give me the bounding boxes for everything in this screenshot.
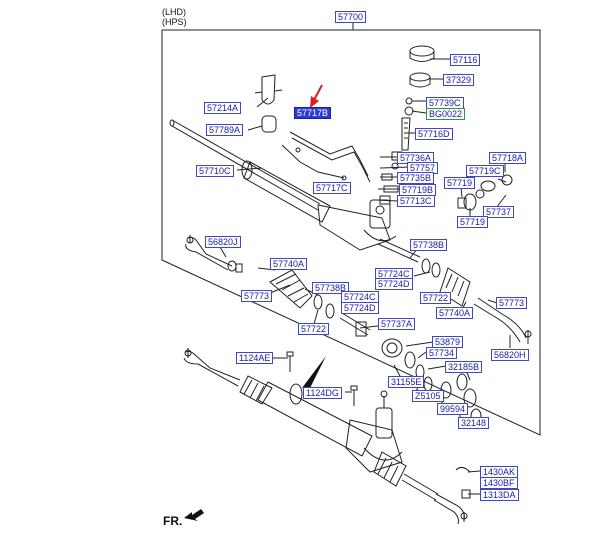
red-arrow-icon bbox=[310, 84, 323, 108]
part-label-57737[interactable]: 57737 bbox=[483, 206, 515, 218]
front-direction-arrow-icon bbox=[184, 509, 204, 521]
part-label-32148[interactable]: 32148 bbox=[458, 417, 490, 429]
front-direction-label: FR. bbox=[163, 514, 183, 528]
assembly-boundary bbox=[161, 29, 541, 436]
part-label-57722-left[interactable]: 57722 bbox=[298, 323, 330, 335]
part-label-57738B-right[interactable]: 57738B bbox=[410, 239, 448, 251]
part-label-32185B[interactable]: 32185B bbox=[445, 361, 483, 373]
part-label-37329[interactable]: 37329 bbox=[443, 74, 475, 86]
part-label-57739C[interactable]: 57739C bbox=[426, 97, 464, 109]
part-label-57717B-highlighted[interactable]: 57717B bbox=[294, 107, 332, 119]
part-label-57719-lower[interactable]: 57719 bbox=[457, 216, 489, 228]
part-label-57740A-right[interactable]: 57740A bbox=[436, 307, 474, 319]
header-lhd: (LHD) bbox=[162, 7, 186, 17]
part-label-57722-right[interactable]: 57722 bbox=[420, 292, 452, 304]
part-label-57738B-left[interactable]: 57738B bbox=[312, 282, 350, 294]
part-label-31155E[interactable]: 31155E bbox=[388, 376, 425, 388]
part-label-57717C[interactable]: 57717C bbox=[313, 182, 351, 194]
part-label-57734[interactable]: 57734 bbox=[426, 347, 458, 359]
part-label-57724D-left[interactable]: 57724D bbox=[341, 302, 379, 314]
part-label-57710C[interactable]: 57710C bbox=[196, 165, 234, 177]
part-label-99594[interactable]: 99594 bbox=[437, 403, 469, 415]
part-label-57716D[interactable]: 57716D bbox=[415, 128, 453, 140]
part-label-57214A[interactable]: 57214A bbox=[204, 102, 242, 114]
header-hps: (HPS) bbox=[162, 17, 187, 27]
part-label-57735B[interactable]: 57735B bbox=[397, 172, 435, 184]
part-label-57718A[interactable]: 57718A bbox=[489, 152, 527, 164]
part-label-57737A[interactable]: 57737A bbox=[378, 318, 416, 330]
assembly-part-label-57700[interactable]: 57700 bbox=[335, 11, 367, 23]
part-label-57740A-left[interactable]: 57740A bbox=[270, 258, 308, 270]
part-label-1313DA[interactable]: 1313DA bbox=[480, 489, 519, 501]
part-label-57719C[interactable]: 57719C bbox=[466, 165, 504, 177]
part-label-57116[interactable]: 57116 bbox=[450, 54, 481, 66]
part-label-1430BF[interactable]: 1430BF bbox=[480, 477, 518, 489]
part-label-57719-upper[interactable]: 57719 bbox=[444, 177, 476, 189]
part-label-57773-right[interactable]: 57773 bbox=[496, 297, 528, 309]
part-label-57773-left[interactable]: 57773 bbox=[241, 290, 273, 302]
part-label-1124AE[interactable]: 1124AE bbox=[236, 352, 274, 364]
part-label-56820H[interactable]: 56820H bbox=[491, 349, 529, 361]
part-label-57724D-right[interactable]: 57724D bbox=[375, 278, 413, 290]
direction-pointer-triangle bbox=[302, 356, 326, 388]
part-label-BG0022[interactable]: BG0022 bbox=[426, 108, 466, 120]
part-label-1124DG[interactable]: 1124DG bbox=[303, 387, 342, 399]
part-label-56820J[interactable]: 56820J bbox=[205, 236, 241, 248]
part-label-Z5105[interactable]: Z5105 bbox=[412, 390, 444, 402]
part-label-57713C[interactable]: 57713C bbox=[397, 195, 435, 207]
part-label-57789A[interactable]: 57789A bbox=[206, 124, 244, 136]
